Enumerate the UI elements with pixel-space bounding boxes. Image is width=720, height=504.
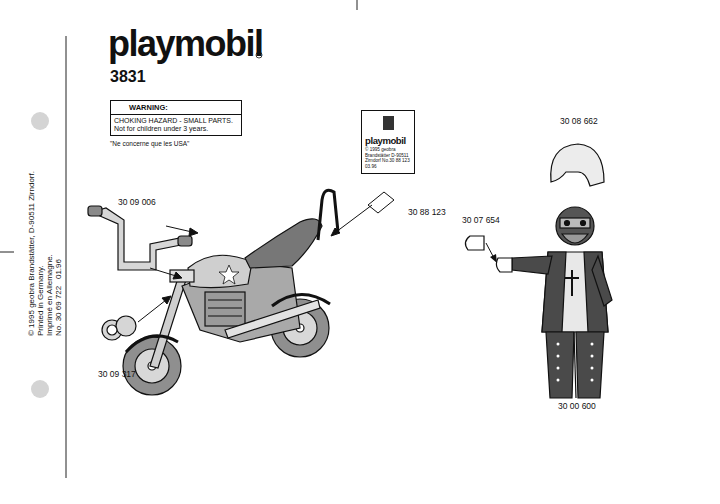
sticker-text: © 1995 geobra Brandstätter D-90511 Zirnd…: [362, 147, 414, 173]
sticker-sheet: playmobil© 1995 geobra Brandstätter D-90…: [361, 110, 415, 174]
warning-text: CHOKING HAZARD - SMALL PARTS. Not for ch…: [111, 115, 241, 135]
part-number: 30 08 662: [560, 117, 598, 126]
note: "Ne concerne que les USA": [110, 140, 189, 147]
warning-heading: WARNING:: [111, 101, 241, 115]
warning-box: WARNING:CHOKING HAZARD - SMALL PARTS. No…: [110, 100, 242, 136]
part-number: 30 09 006: [118, 198, 156, 207]
set-number: 3831: [110, 68, 146, 86]
copyright-line: © 1995 geobra Brandstätter, D-90511 Zirn…: [28, 171, 37, 336]
part-number: 30 07 654: [462, 216, 500, 225]
sticker-logo: playmobil: [362, 111, 414, 147]
part-number: 30 00 600: [558, 402, 596, 411]
part-number: 30 09 317: [98, 370, 136, 379]
copyright-line: Imprimé en Allemagne.: [46, 254, 55, 336]
part-number: 30 88 123: [408, 208, 446, 217]
copyright-line: No. 30 69 722 01.96: [55, 259, 64, 336]
sticker-icon: [383, 116, 394, 130]
copyright-line: Printed in Germany.: [37, 265, 46, 336]
brand-logo: playmobil: [108, 24, 263, 64]
